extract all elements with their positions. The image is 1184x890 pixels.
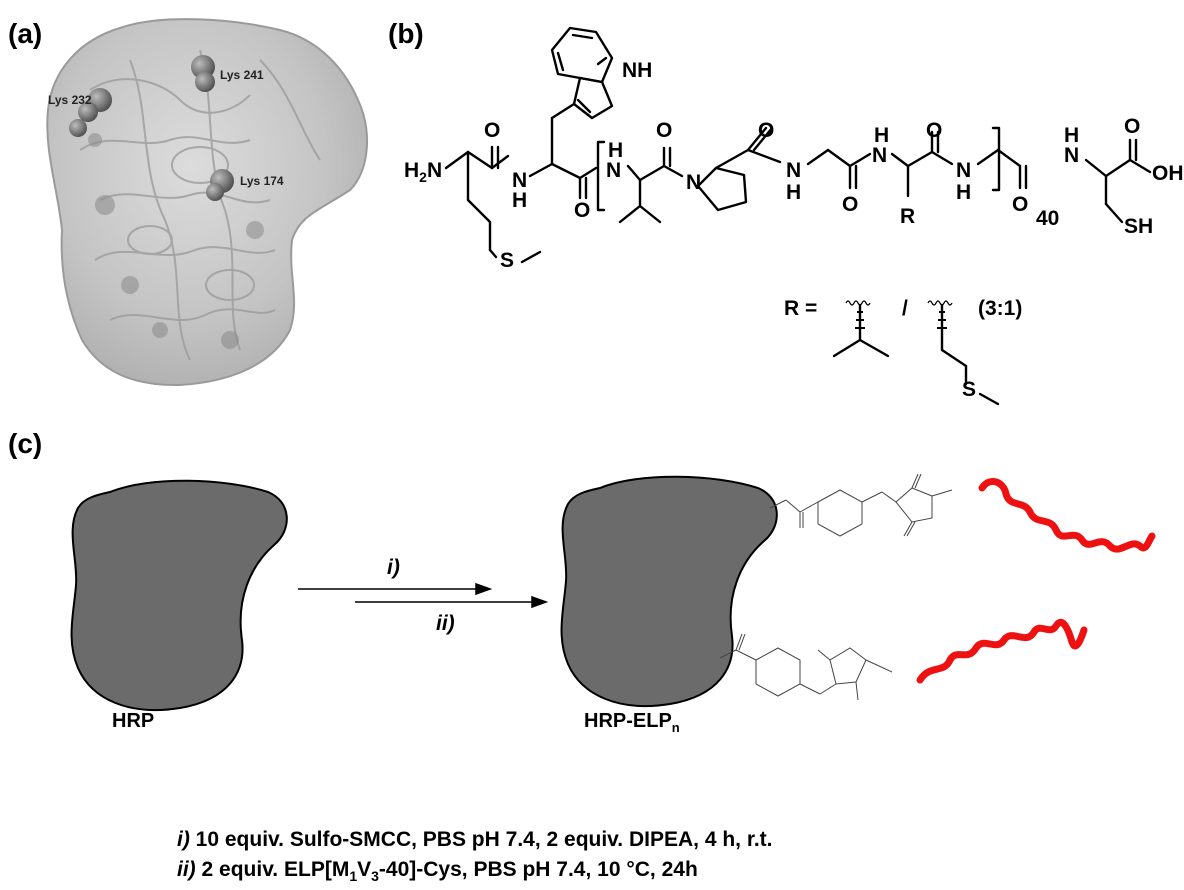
protein-surface-image: [46, 18, 368, 387]
atom-o5: O: [842, 193, 859, 216]
atom-n1: N: [512, 169, 528, 192]
atom-r: R: [900, 205, 916, 228]
panel-label-b: (b): [388, 18, 424, 49]
atom-o4: O: [758, 119, 775, 142]
repeat-count: 40: [1036, 207, 1060, 230]
atom-n6: N: [1064, 144, 1080, 167]
atom-h3: H: [786, 181, 802, 204]
lys-241-label: Lys 241: [220, 68, 264, 82]
atom-n3: N: [786, 159, 802, 182]
elp-chain-bottom: [916, 618, 1088, 684]
lys-174-label: Lys 174: [240, 174, 284, 188]
hrp-blob: [70, 479, 288, 712]
atom-h6: H: [1064, 124, 1080, 147]
atom-h2n: H2N: [404, 159, 443, 186]
elp-chain-top: [978, 477, 1156, 553]
atom-oh: OH: [1152, 162, 1184, 185]
hrp-label: HRP: [112, 710, 155, 732]
atom-o1: O: [484, 119, 501, 142]
atom-h-bracket: H: [608, 139, 624, 162]
elp-structure-bonds: [444, 26, 1152, 406]
atom-nh-indole: NH: [622, 59, 653, 82]
atom-h1: H: [512, 189, 528, 212]
panel-label-a: (a): [8, 18, 43, 49]
condition-ii: ii) 2 equiv. ELP[M1V3-40]-Cys, PBS pH 7.…: [177, 858, 698, 885]
r-definition-slash: /: [902, 297, 908, 320]
step-ii-label: ii): [436, 612, 455, 635]
hrp-elp-label: HRP-ELPn: [584, 710, 680, 735]
condition-i: i) 10 equiv. Sulfo-SMCC, PBS pH 7.4, 2 e…: [177, 828, 773, 851]
atom-h4: H: [874, 124, 890, 147]
r-definition-ratio: (3:1): [978, 297, 1023, 320]
step-i-label: i): [387, 556, 400, 579]
r-definition-sulfur: S: [962, 378, 977, 401]
atom-sh: SH: [1124, 215, 1154, 238]
atom-o2: O: [574, 199, 591, 222]
panel-label-c: (c): [8, 428, 43, 459]
r-definition-prefix: R =: [784, 297, 818, 320]
atom-o6: O: [926, 119, 943, 142]
atom-h5: H: [956, 181, 972, 204]
atom-n-bracket: N: [606, 159, 622, 182]
lys-232-label: Lys 232: [48, 93, 92, 107]
atom-o8: O: [1124, 115, 1141, 138]
atom-s-met: S: [500, 249, 515, 272]
atom-n-pro: N: [686, 171, 702, 194]
atom-n5: N: [956, 159, 972, 182]
atom-o7: O: [1012, 193, 1029, 216]
atom-n4: N: [872, 144, 888, 167]
hrp-product-blob: [560, 475, 778, 708]
atom-o3: O: [656, 119, 673, 142]
